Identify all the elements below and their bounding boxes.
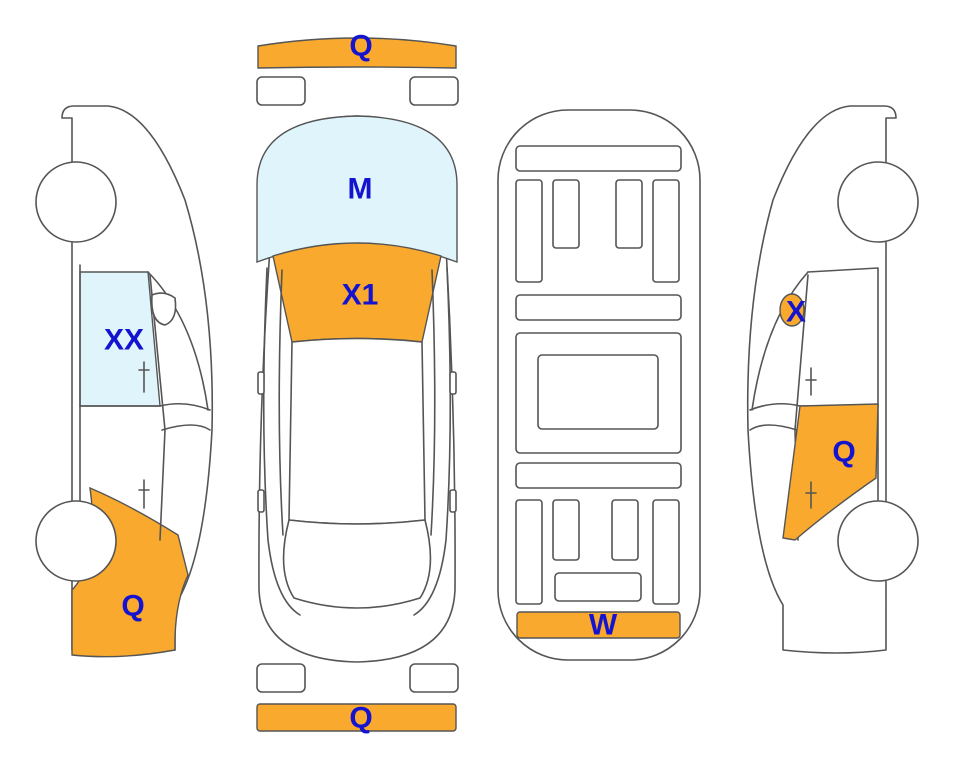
underbody-view: W <box>497 109 701 661</box>
underbody-bar-2 <box>515 294 682 321</box>
trunk-panel-marker: W <box>589 609 618 642</box>
top-right-inner-line <box>430 269 436 536</box>
front-bumper-part[interactable] <box>257 37 457 69</box>
right-handle-front <box>805 367 817 396</box>
underbody-panel-7 <box>611 499 639 561</box>
underbody-panel-3 <box>615 179 643 249</box>
underbody-panel-1 <box>515 179 543 283</box>
rear-right-taillight <box>409 663 459 693</box>
top-left-inner-line <box>278 269 284 536</box>
front-bumper-marker: Q <box>349 30 372 63</box>
right-a-pillar-line <box>751 271 809 411</box>
left-front-door-glass-marker: XX <box>104 324 144 357</box>
right-side-view: X Q <box>746 105 919 654</box>
rear-window-outline <box>282 519 432 609</box>
front-left-headlight <box>256 76 306 106</box>
left-handle-rear <box>138 479 150 509</box>
left-front-wheel <box>35 500 117 582</box>
right-rear-wheel <box>837 161 919 243</box>
underbody-front-bar <box>515 145 682 172</box>
rear-bumper-marker: Q <box>349 702 372 735</box>
right-mirror-part[interactable] <box>779 293 805 327</box>
trunk-panel-part[interactable] <box>516 611 681 639</box>
underbody-panel-6 <box>552 499 580 561</box>
top-left-side-line <box>262 267 301 616</box>
left-lower-line <box>161 424 211 431</box>
windshield-marker: M <box>348 173 373 206</box>
top-right-side-line <box>413 267 452 616</box>
right-mirror-marker: X <box>786 296 806 329</box>
rear-bumper-group: Q <box>256 663 459 735</box>
right-lower-line <box>749 424 798 431</box>
underbody-center-box <box>537 354 659 430</box>
left-handle-front <box>138 361 150 393</box>
left-mirror <box>150 292 177 326</box>
underbody-panel-2 <box>552 179 580 249</box>
underbody-panel-4 <box>652 179 680 283</box>
top-left-mirror <box>257 371 265 395</box>
left-beltline <box>79 402 211 411</box>
rear-bumper-part[interactable] <box>256 703 457 732</box>
hood-marker: X1 <box>342 279 379 312</box>
left-door-seam <box>149 274 166 541</box>
underbody-bar-3 <box>515 462 682 489</box>
left-rear-wheel <box>35 161 117 243</box>
top-left-handle <box>257 489 265 513</box>
underbody-panel-8 <box>652 499 680 605</box>
underbody-bar-4 <box>554 572 642 602</box>
right-handle-rear <box>805 481 817 509</box>
right-front-door-part[interactable] <box>782 403 879 541</box>
roof-outline <box>288 337 426 525</box>
front-right-headlight <box>409 76 459 106</box>
left-front-fender-marker: Q <box>121 590 144 623</box>
left-side-view: XX Q <box>35 105 214 658</box>
top-right-mirror <box>449 371 457 395</box>
left-a-pillar-line <box>147 271 209 411</box>
front-bumper-group: Q <box>256 30 459 106</box>
top-view-car: M X1 <box>256 115 458 663</box>
rear-left-taillight <box>256 663 306 693</box>
underbody-panel-5 <box>515 499 543 605</box>
right-front-wheel <box>837 500 919 582</box>
top-right-handle <box>449 489 457 513</box>
right-front-door-marker: Q <box>832 436 855 469</box>
